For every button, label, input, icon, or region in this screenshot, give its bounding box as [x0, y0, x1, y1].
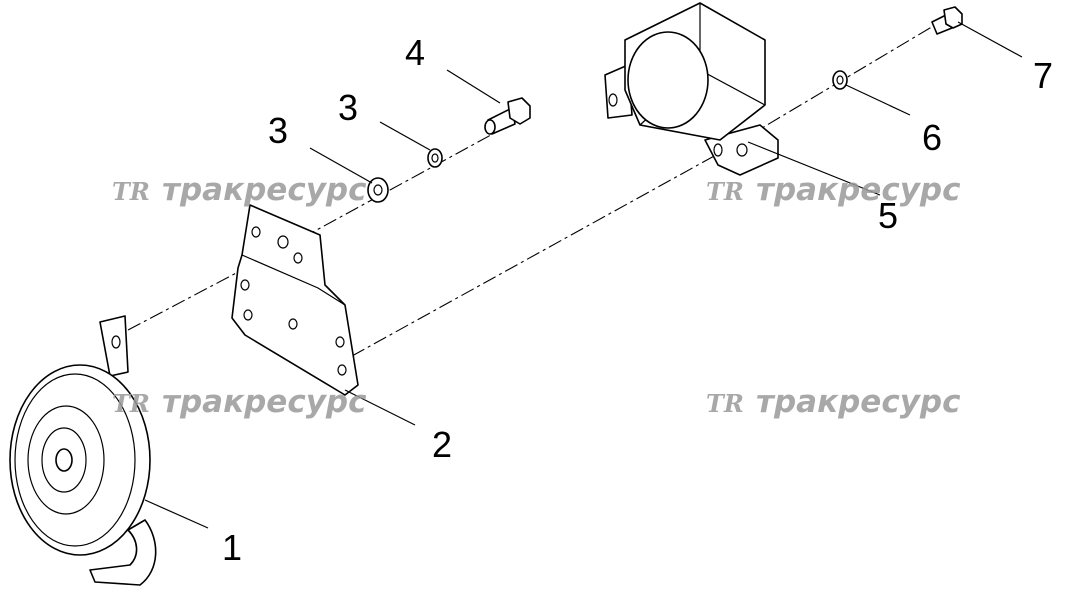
bracket-hole-4: [240, 279, 250, 291]
callout-7: 7: [1033, 55, 1053, 96]
part-washer-small: [832, 70, 848, 90]
leader-1: [144, 499, 209, 529]
part-washer-large: [367, 177, 389, 203]
watermark-logo: TR: [112, 389, 150, 418]
leader-3b: [379, 121, 431, 151]
bracket-hole-7: [335, 336, 345, 348]
watermark-logo: TR: [706, 389, 744, 418]
callout-4: 4: [405, 32, 425, 73]
part-bracket-plate: [231, 204, 359, 396]
part-bolt: [484, 97, 531, 135]
horn-body-face: [14, 373, 136, 547]
axis-bracket-to-housing: [351, 149, 726, 357]
part-screw: [931, 6, 963, 35]
horn-tab-hole: [111, 335, 121, 349]
bolt-tip: [484, 119, 496, 135]
watermark-text: тракресурс: [162, 172, 367, 208]
bracket-hole-3: [293, 252, 303, 264]
bolt-head: [507, 97, 531, 125]
leader-2: [344, 389, 416, 426]
watermark-text: тракресурс: [162, 384, 367, 420]
horn-body-rim: [9, 364, 151, 556]
bracket-hole-8: [337, 364, 347, 376]
watermark-logo: TR: [112, 177, 150, 206]
leader-5: [747, 141, 881, 196]
watermark-bottom-left: TR тракресурс: [112, 384, 367, 420]
watermark-text: тракресурс: [756, 384, 961, 420]
bracket-hole-1: [251, 226, 261, 238]
horn-cable: [89, 519, 157, 586]
horn-mounting-tab: [99, 315, 129, 377]
horn-center-nut: [55, 448, 73, 472]
callout-5: 5: [878, 195, 898, 236]
part-washer-split: [427, 148, 443, 168]
housing-foot-hole: [736, 143, 748, 157]
bracket-hole-6: [288, 318, 298, 330]
housing-opening: [627, 31, 709, 129]
bracket-hole-5: [243, 309, 253, 321]
screw-head: [943, 6, 963, 29]
housing-mount-hole: [713, 143, 723, 157]
part-housing: [604, 2, 779, 176]
callout-3a: 3: [268, 110, 288, 151]
watermark-top-left: TR тракресурс: [112, 172, 367, 208]
bracket-plate-body: [231, 204, 359, 396]
callout-3b: 3: [338, 87, 358, 128]
axis-housing-to-screw: [724, 24, 936, 151]
horn-inner-ring: [27, 405, 105, 515]
watermark-logo: TR: [706, 177, 744, 206]
leader-4: [446, 69, 501, 104]
leader-lines: [144, 21, 1023, 529]
callout-1: 1: [222, 527, 242, 568]
leader-7: [957, 21, 1023, 58]
watermark-text: тракресурс: [756, 172, 961, 208]
leader-6: [845, 84, 911, 116]
horn-cap: [41, 427, 87, 493]
leader-3a: [309, 147, 373, 184]
housing-ear-hole: [608, 93, 618, 107]
bracket-hole-2: [277, 235, 289, 249]
callout-2: 2: [432, 424, 452, 465]
part-horn: [9, 315, 157, 586]
callout-6: 6: [922, 117, 942, 158]
callout-labels: 1 2 3 3 4 5 6 7: [222, 32, 1053, 568]
bracket-plate-bend: [241, 254, 346, 306]
watermark-bottom-right: TR тракресурс: [706, 384, 961, 420]
axis-bracket-to-bolt: [279, 129, 501, 251]
watermark-top-right: TR тракресурс: [706, 172, 961, 208]
